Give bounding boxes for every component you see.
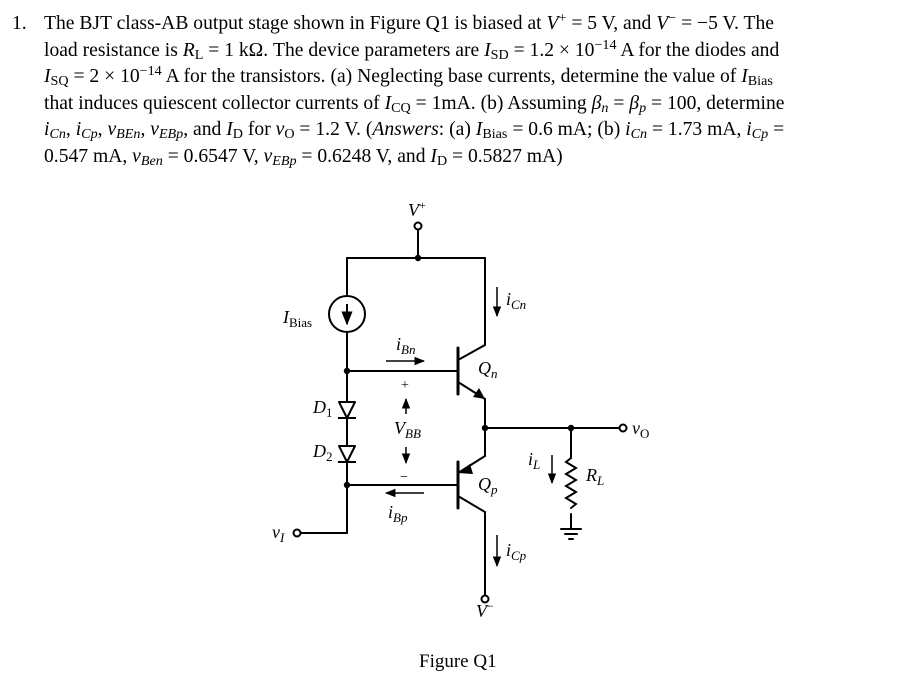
label-vplus: V+ [408,198,426,220]
label-icn: iCn [506,289,526,312]
problem-number: 1. [12,13,27,34]
vplus-terminal [413,221,423,231]
problem-line-6: 0.547 mA, vBen = 0.6547 V, vEBp = 0.6248… [44,145,563,170]
problem-line-2: load resistance is RL = 1 kΩ. The device… [44,36,780,63]
label-qp: Qp [478,474,498,497]
junction-dot [343,481,351,489]
label-d2: D2 [312,441,333,464]
label-vi: vI [272,522,285,545]
load-resistor-icon [564,457,578,509]
figure-caption: Figure Q1 [419,651,497,672]
vminus-terminal [480,594,490,604]
problem-line-3: ISQ = 2 × 10−14 A for the transistors. (… [44,63,773,90]
problem-line-4: that induces quiescent collector current… [44,92,785,116]
label-qn: Qn [478,358,498,381]
diode-d2-icon [338,445,356,463]
junction-dot [343,367,351,375]
junction-dot [414,254,422,262]
label-rl: RL [585,465,604,488]
label-ibias: IBias [282,307,312,330]
label-ibn: iBn [396,334,415,357]
label-il: iL [528,449,540,472]
problem-line-5: iCn, iCp, vBEn, vEBp, and ID for vO = 1.… [44,119,785,143]
qp-emitter-arrow-icon [458,464,473,474]
label-icp: iCp [506,540,527,563]
label-vo: vO [632,418,649,441]
label-vbb-minus: − [400,470,408,485]
label-vminus: V− [476,599,494,621]
label-ibp: iBp [388,502,408,525]
label-d1: D1 [312,397,333,420]
junction-dot [481,424,489,432]
problem-line-1: 1.The BJT class-AB output stage shown in… [12,11,897,38]
vo-terminal [618,423,628,433]
vi-terminal [292,528,302,538]
diode-d1-icon [338,401,356,419]
problem-statement: 1.The BJT class-AB output stage shown in… [12,11,897,171]
junction-dot [567,424,575,432]
label-vbb: VBB [394,418,421,441]
qn-emitter-arrow-icon [473,388,485,399]
label-vbb-plus: + [401,378,409,393]
